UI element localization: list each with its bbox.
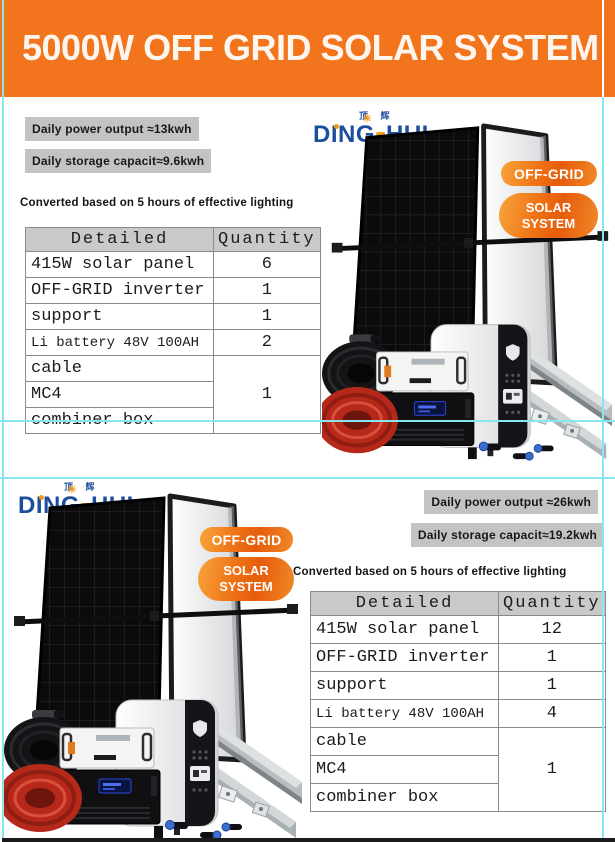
solar-system-pill-label: SOLAR SYSTEM: [522, 200, 575, 231]
col-header-quantity: Quantity: [498, 591, 606, 616]
solar-kit-illustration: [322, 123, 613, 461]
section-divider-line: [0, 477, 615, 479]
cell-qty: 2: [213, 329, 321, 356]
solar-line1: SOLAR: [525, 199, 572, 215]
table-row: OFF-GRID inverter 1: [25, 277, 321, 304]
table-header-row: Detailed Quantity: [25, 227, 321, 252]
cell-item: 415W solar panel: [25, 251, 214, 278]
daily-power-badge: Daily power output ≈26kwh: [424, 490, 598, 514]
table-row: cable 1: [310, 727, 606, 812]
col-header-detailed: Detailed: [310, 591, 499, 616]
cell-qty: 1: [498, 643, 606, 672]
cell-item: OFF-GRID inverter: [25, 277, 214, 304]
solar-system-pill-label: SOLAR SYSTEM: [219, 563, 272, 594]
cell-item: Li battery 48V 100AH: [25, 329, 214, 356]
mc4-connectors: [478, 441, 554, 461]
mounting-bar: [14, 604, 298, 626]
daily-storage-badge: Daily storage capacit≈19.2kwh: [410, 523, 604, 547]
offgrid-pill-label: OFF-GRID: [513, 165, 585, 182]
logo-dot-icon: [39, 495, 44, 500]
brand-name-chinese: 顶 辉: [359, 111, 395, 121]
spec-table: Detailed Quantity 415W solar panel 12 OF…: [310, 591, 606, 812]
table-row: Li battery 48V 100AH 2: [25, 329, 321, 356]
col-header-detailed: Detailed: [25, 227, 214, 252]
offgrid-pill: OFF-GRID: [501, 161, 597, 186]
cell-item: 415W solar panel: [310, 615, 499, 644]
table-row: Li battery 48V 100AH 4: [310, 699, 606, 728]
brand-name-left: DING: [313, 121, 375, 148]
solar-line2: SYSTEM: [219, 579, 273, 594]
table-row: OFF-GRID inverter 1: [310, 643, 606, 672]
table-row: support 1: [310, 671, 606, 700]
table-row: MC4: [310, 755, 606, 784]
spec-table: Detailed Quantity 415W solar panel 6 OFF…: [25, 227, 321, 434]
daily-power-badge: Daily power output ≈13kwh: [25, 117, 199, 141]
banner-divider: [602, 0, 604, 97]
battery-white: [376, 351, 469, 392]
title-banner: 5000W OFF GRID SOLAR SYSTEM: [0, 0, 615, 97]
logo-dash-icon: [376, 132, 385, 136]
table-row: combiner box: [310, 783, 606, 812]
bottom-edge-strip: [2, 838, 615, 842]
product-photo: [4, 492, 304, 842]
table-row: support 1: [25, 303, 321, 330]
table-row: 415W solar panel 6: [25, 251, 321, 278]
cable-coil-red: [4, 764, 82, 832]
solar-line1: SOLAR: [223, 563, 269, 579]
sunburst-icon: ☀: [362, 113, 373, 125]
cell-item: support: [25, 303, 214, 330]
section-divider-line: [0, 420, 615, 422]
cell-qty: 1: [498, 671, 606, 700]
mc4-connectors: [165, 820, 242, 840]
right-border-line: [602, 97, 604, 838]
cell-qty: 12: [498, 615, 606, 644]
offgrid-pill-label: OFF-GRID: [211, 531, 282, 548]
conversion-note: Converted based on 5 hours of effective …: [20, 197, 294, 209]
left-border-line: [2, 0, 4, 838]
table-header-row: Detailed Quantity: [310, 591, 606, 616]
solar-system-pill: SOLAR SYSTEM: [198, 557, 294, 601]
conversion-note: Converted based on 5 hours of effective …: [293, 566, 567, 578]
cell-qty-merged: 1: [498, 727, 606, 812]
cell-qty: 1: [213, 303, 321, 330]
solar-system-pill: SOLAR SYSTEM: [499, 193, 598, 238]
table-row: 415W solar panel 12: [310, 615, 606, 644]
cell-item: MC4: [25, 381, 214, 408]
cell-item: MC4: [310, 755, 499, 784]
brand-name-chinese: 顶 辉: [64, 482, 100, 492]
col-header-quantity: Quantity: [213, 227, 321, 252]
cell-item: Li battery 48V 100AH: [310, 699, 499, 728]
offgrid-pill: OFF-GRID: [200, 527, 293, 552]
logo-dot-icon: [334, 124, 339, 129]
cell-qty: 1: [213, 277, 321, 304]
solar-line2: SYSTEM: [521, 215, 576, 231]
cell-item: OFF-GRID inverter: [310, 643, 499, 672]
cell-item: support: [310, 671, 499, 700]
daily-storage-badge: Daily storage capacit≈9.6kwh: [25, 149, 212, 173]
cell-item: combiner box: [310, 783, 499, 812]
cell-item: cable: [25, 355, 214, 382]
page-title: 5000W OFF GRID SOLAR SYSTEM: [22, 26, 599, 68]
product-photo: [322, 122, 614, 463]
cell-qty: 4: [498, 699, 606, 728]
cell-qty: 6: [213, 251, 321, 278]
battery-white: [59, 727, 155, 769]
sunburst-icon: ☀: [67, 484, 78, 496]
solar-kit-illustration: [4, 493, 302, 840]
table-row: cable 1: [25, 355, 321, 434]
cell-item: cable: [310, 727, 499, 756]
